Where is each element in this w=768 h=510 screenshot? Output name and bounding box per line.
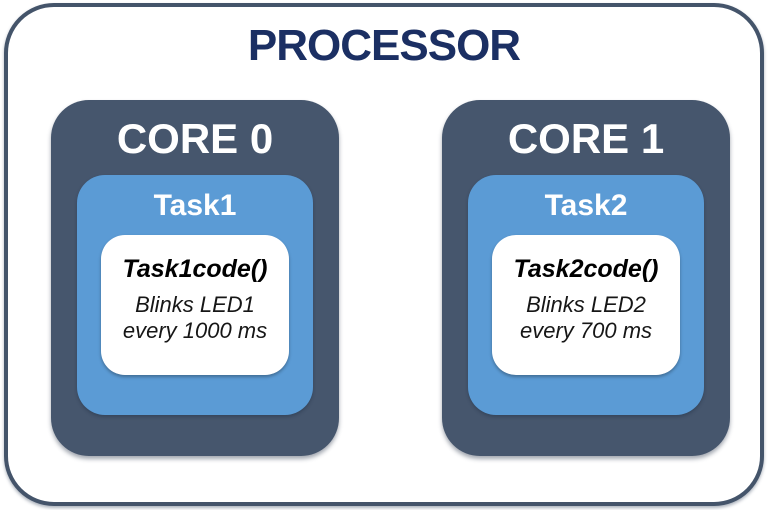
task2-code-description: Blinks LED2 every 700 ms: [492, 292, 680, 344]
task2-label: Task2: [544, 189, 628, 222]
task1-box: Task1 Task1code() Blinks LED1 every 1000…: [77, 175, 313, 415]
core-0-box: CORE 0 Task1 Task1code() Blinks LED1 eve…: [51, 100, 339, 456]
task2-desc-line1: Blinks LED2: [526, 292, 646, 317]
task1-desc-line1: Blinks LED1: [135, 292, 255, 317]
core-0-label: CORE 0: [116, 115, 274, 162]
task2-code-function: Task2code(): [513, 255, 659, 283]
task1-code-function: Task1code(): [122, 255, 268, 283]
task1-desc-line2: every 1000 ms: [122, 318, 268, 343]
processor-box: PROCESSOR CORE 0 Task1 Task1code() Blink…: [4, 3, 764, 506]
task2-code-box: Task2code() Blinks LED2 every 700 ms: [492, 235, 680, 375]
core-1-label: CORE 1: [507, 115, 665, 162]
task1-code-box: Task1code() Blinks LED1 every 1000 ms: [101, 235, 289, 375]
core-1-box: CORE 1 Task2 Task2code() Blinks LED2 eve…: [442, 100, 730, 456]
task1-label: Task1: [153, 189, 237, 222]
processor-title: PROCESSOR: [247, 21, 521, 70]
task2-box: Task2 Task2code() Blinks LED2 every 700 …: [468, 175, 704, 415]
task2-desc-line2: every 700 ms: [519, 318, 653, 343]
task1-code-description: Blinks LED1 every 1000 ms: [101, 292, 289, 344]
